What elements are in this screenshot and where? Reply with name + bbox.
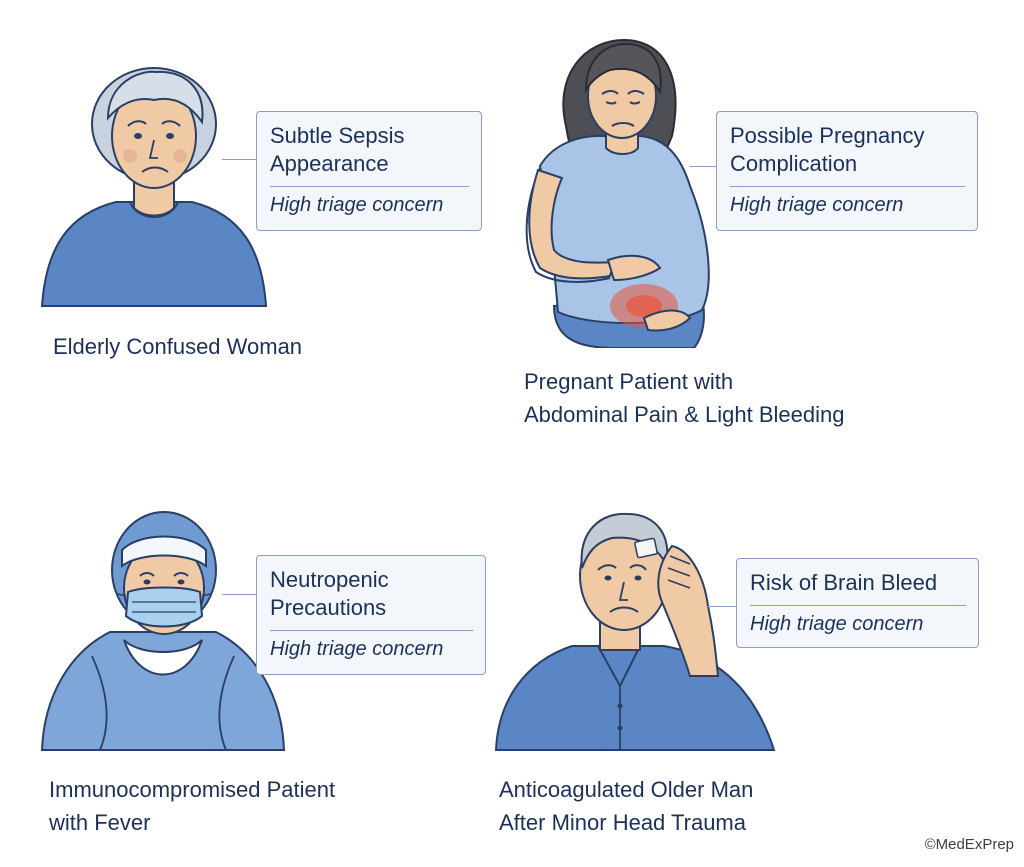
- callout-subtitle: High triage concern: [270, 194, 444, 216]
- callout-connector: [222, 594, 258, 595]
- case-caption: Immunocompromised Patient with Fever: [49, 777, 336, 835]
- anticoagulated-man-illustration: [494, 506, 776, 752]
- immunocompromised-patient-illustration: [40, 506, 286, 754]
- callout-title: Subtle Sepsis Appearance: [270, 123, 405, 176]
- callout-connector: [690, 166, 718, 167]
- case-caption: Anticoagulated Older Man After Minor Hea…: [499, 777, 754, 835]
- pregnant-patient-illustration: [514, 36, 718, 348]
- callout-brain-bleed: Risk of Brain Bleed High triage concern: [736, 558, 979, 648]
- callout-title: Neutropenic Precautions: [270, 567, 389, 620]
- callout-neutropenic: Neutropenic Precautions High triage conc…: [256, 555, 486, 675]
- callout-divider: [730, 186, 965, 187]
- case-caption: Elderly Confused Woman: [53, 334, 303, 359]
- callout-divider: [750, 605, 966, 606]
- case-caption: Pregnant Patient with Abdominal Pain & L…: [524, 369, 845, 427]
- callout-subtitle: High triage concern: [730, 194, 904, 216]
- callout-subtitle: High triage concern: [270, 638, 444, 660]
- callout-subtitle: High triage concern: [750, 613, 924, 635]
- callout-sepsis: Subtle Sepsis Appearance High triage con…: [256, 111, 482, 231]
- callout-pregnancy: Possible Pregnancy Complication High tri…: [716, 111, 978, 231]
- callout-connector: [222, 159, 258, 160]
- callout-connector: [706, 606, 738, 607]
- callout-divider: [270, 630, 473, 631]
- callout-title: Possible Pregnancy Complication: [730, 123, 925, 176]
- elderly-woman-illustration: [38, 62, 270, 310]
- callout-divider: [270, 186, 469, 187]
- callout-title: Risk of Brain Bleed: [750, 570, 938, 595]
- copyright-notice: ©MedExPrep: [924, 836, 1014, 853]
